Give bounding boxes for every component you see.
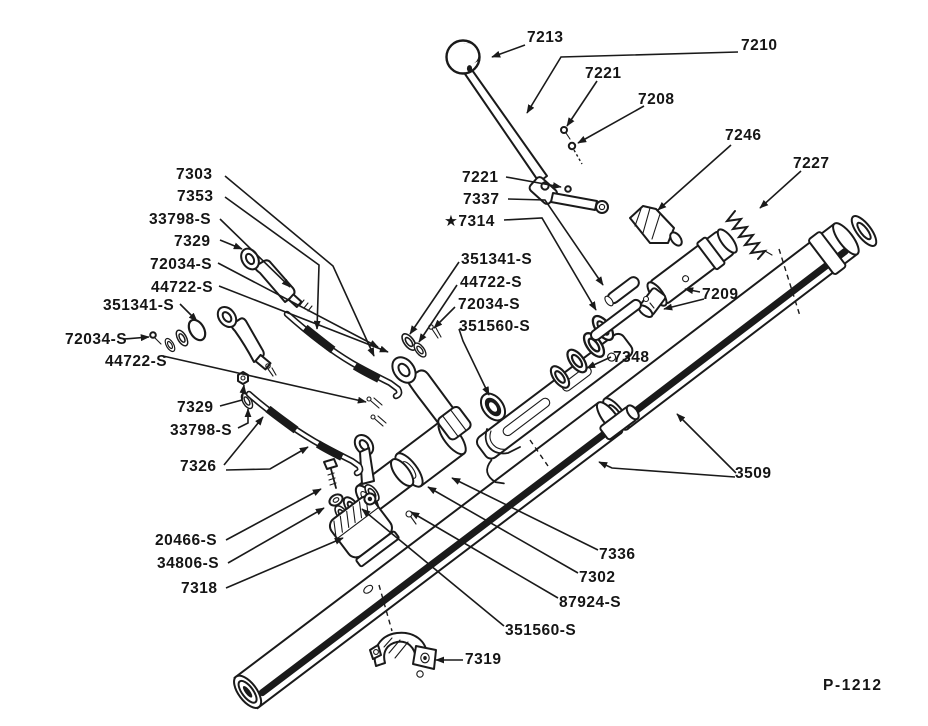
part-label-87924-S-33: 87924-S: [559, 594, 622, 611]
part-label-33798-S-8: 33798-S: [149, 211, 212, 228]
column-tube-lower: [233, 401, 624, 710]
screw-7208: [567, 141, 583, 165]
shift-rod-lower: [245, 390, 364, 477]
clamp-bracket-7318: [328, 492, 400, 568]
part-label-7246-4: 7246: [725, 127, 762, 144]
shift-rod-upper: [283, 310, 403, 400]
part-label-7221-15: 7221: [462, 169, 499, 186]
part-label-7314-17: ★7314: [444, 213, 495, 230]
part-label-44722-S-14: 44722-S: [105, 353, 168, 370]
housing-7209: [589, 228, 738, 341]
part-label-7210-1: 7210: [741, 37, 778, 54]
upper-small-lever-7353: [240, 247, 313, 312]
part-label-34806-S-29: 34806-S: [157, 555, 220, 572]
part-label-7221-2: 7221: [585, 65, 622, 82]
part-label-7348-23: 7348: [613, 349, 650, 366]
small-bolt-72034: [149, 331, 162, 345]
part-label-351560-S-34: 351560-S: [505, 622, 577, 639]
part-label-7326-26: 7326: [180, 458, 217, 475]
part-label-44722-S-11: 44722-S: [151, 279, 214, 296]
part-label-72034-S-10: 72034-S: [150, 256, 213, 273]
part-label-351341-S-18: 351341-S: [461, 251, 533, 268]
part-label-7209-22: 7209: [702, 286, 739, 303]
part-label-7318-30: 7318: [181, 580, 218, 597]
gearshift-knob-7213: [445, 39, 481, 75]
pin-7221-upper: [560, 126, 571, 140]
part-label-44722-S-19: 44722-S: [460, 274, 523, 291]
part-label-7353-7: 7353: [177, 188, 214, 205]
pin-7221-lower: [564, 185, 572, 193]
clamp-7319: [369, 631, 437, 678]
part-label-7227-5: 7227: [793, 155, 830, 172]
part-label-7336-31: 7336: [599, 546, 636, 563]
part-label-72034-S-13: 72034-S: [65, 331, 128, 348]
plate-number: P-1212: [823, 677, 883, 694]
part-label-7319-35: 7319: [465, 651, 502, 668]
cotter-pin: [370, 414, 387, 427]
boot-7246: [629, 205, 683, 247]
dashed-lines: [378, 248, 801, 632]
washer-34806: [328, 493, 344, 507]
part-label-3509-27: 3509: [735, 465, 772, 482]
spring-7227: [724, 210, 773, 260]
part-label-7329-9: 7329: [174, 233, 211, 250]
part-label-33798-S-25: 33798-S: [170, 422, 233, 439]
cotter-pin: [366, 396, 383, 409]
part-label-72034-S-20: 72034-S: [458, 296, 521, 313]
column-tube-end-ring: [850, 215, 878, 247]
part-label-7302-32: 7302: [579, 569, 616, 586]
part-label-7337-16: 7337: [463, 191, 500, 208]
bolt-20466: [323, 458, 338, 489]
leader-lines: [123, 44, 802, 664]
pin-7337: [604, 276, 640, 307]
part-label-7329-24: 7329: [177, 399, 214, 416]
part-label-7213-0: 7213: [527, 29, 564, 46]
inner-shaft-stub: [599, 404, 640, 441]
part-label-351560-S-21: 351560-S: [459, 318, 531, 335]
lever-fork-end: [437, 405, 472, 441]
part-label-351341-S-12: 351341-S: [103, 297, 175, 314]
part-label-20466-S-28: 20466-S: [155, 532, 218, 549]
lower-small-lever: [216, 305, 277, 377]
part-label-7303-6: 7303: [176, 166, 213, 183]
part-label-7208-3: 7208: [638, 91, 675, 108]
second-lever: [353, 433, 375, 485]
